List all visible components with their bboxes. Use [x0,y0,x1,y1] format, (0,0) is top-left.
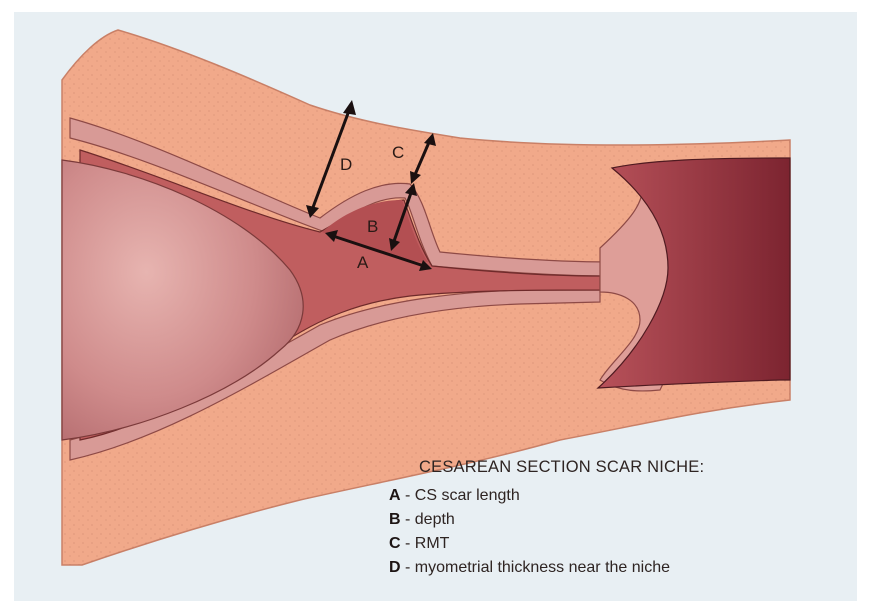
legend-text: - depth [401,511,455,528]
label-b: B [367,218,378,235]
legend-item-d: D - myometrial thickness near the niche [389,559,704,583]
legend-letter: C [389,535,401,552]
label-a: A [357,254,368,271]
legend-text: - CS scar length [401,487,520,504]
legend-letter: D [389,559,401,576]
label-c: C [392,144,404,161]
legend-item-b: B - depth [389,511,704,535]
legend-title: CESAREAN SECTION SCAR NICHE: [419,458,704,477]
legend-item-a: A - CS scar length [389,487,704,511]
legend-text: - myometrial thickness near the niche [401,559,670,576]
legend-text: - RMT [401,535,450,552]
legend-letter: B [389,511,401,528]
legend: CESAREAN SECTION SCAR NICHE: A - CS scar… [389,458,704,583]
legend-item-c: C - RMT [389,535,704,559]
label-d: D [340,156,352,173]
legend-letter: A [389,487,401,504]
